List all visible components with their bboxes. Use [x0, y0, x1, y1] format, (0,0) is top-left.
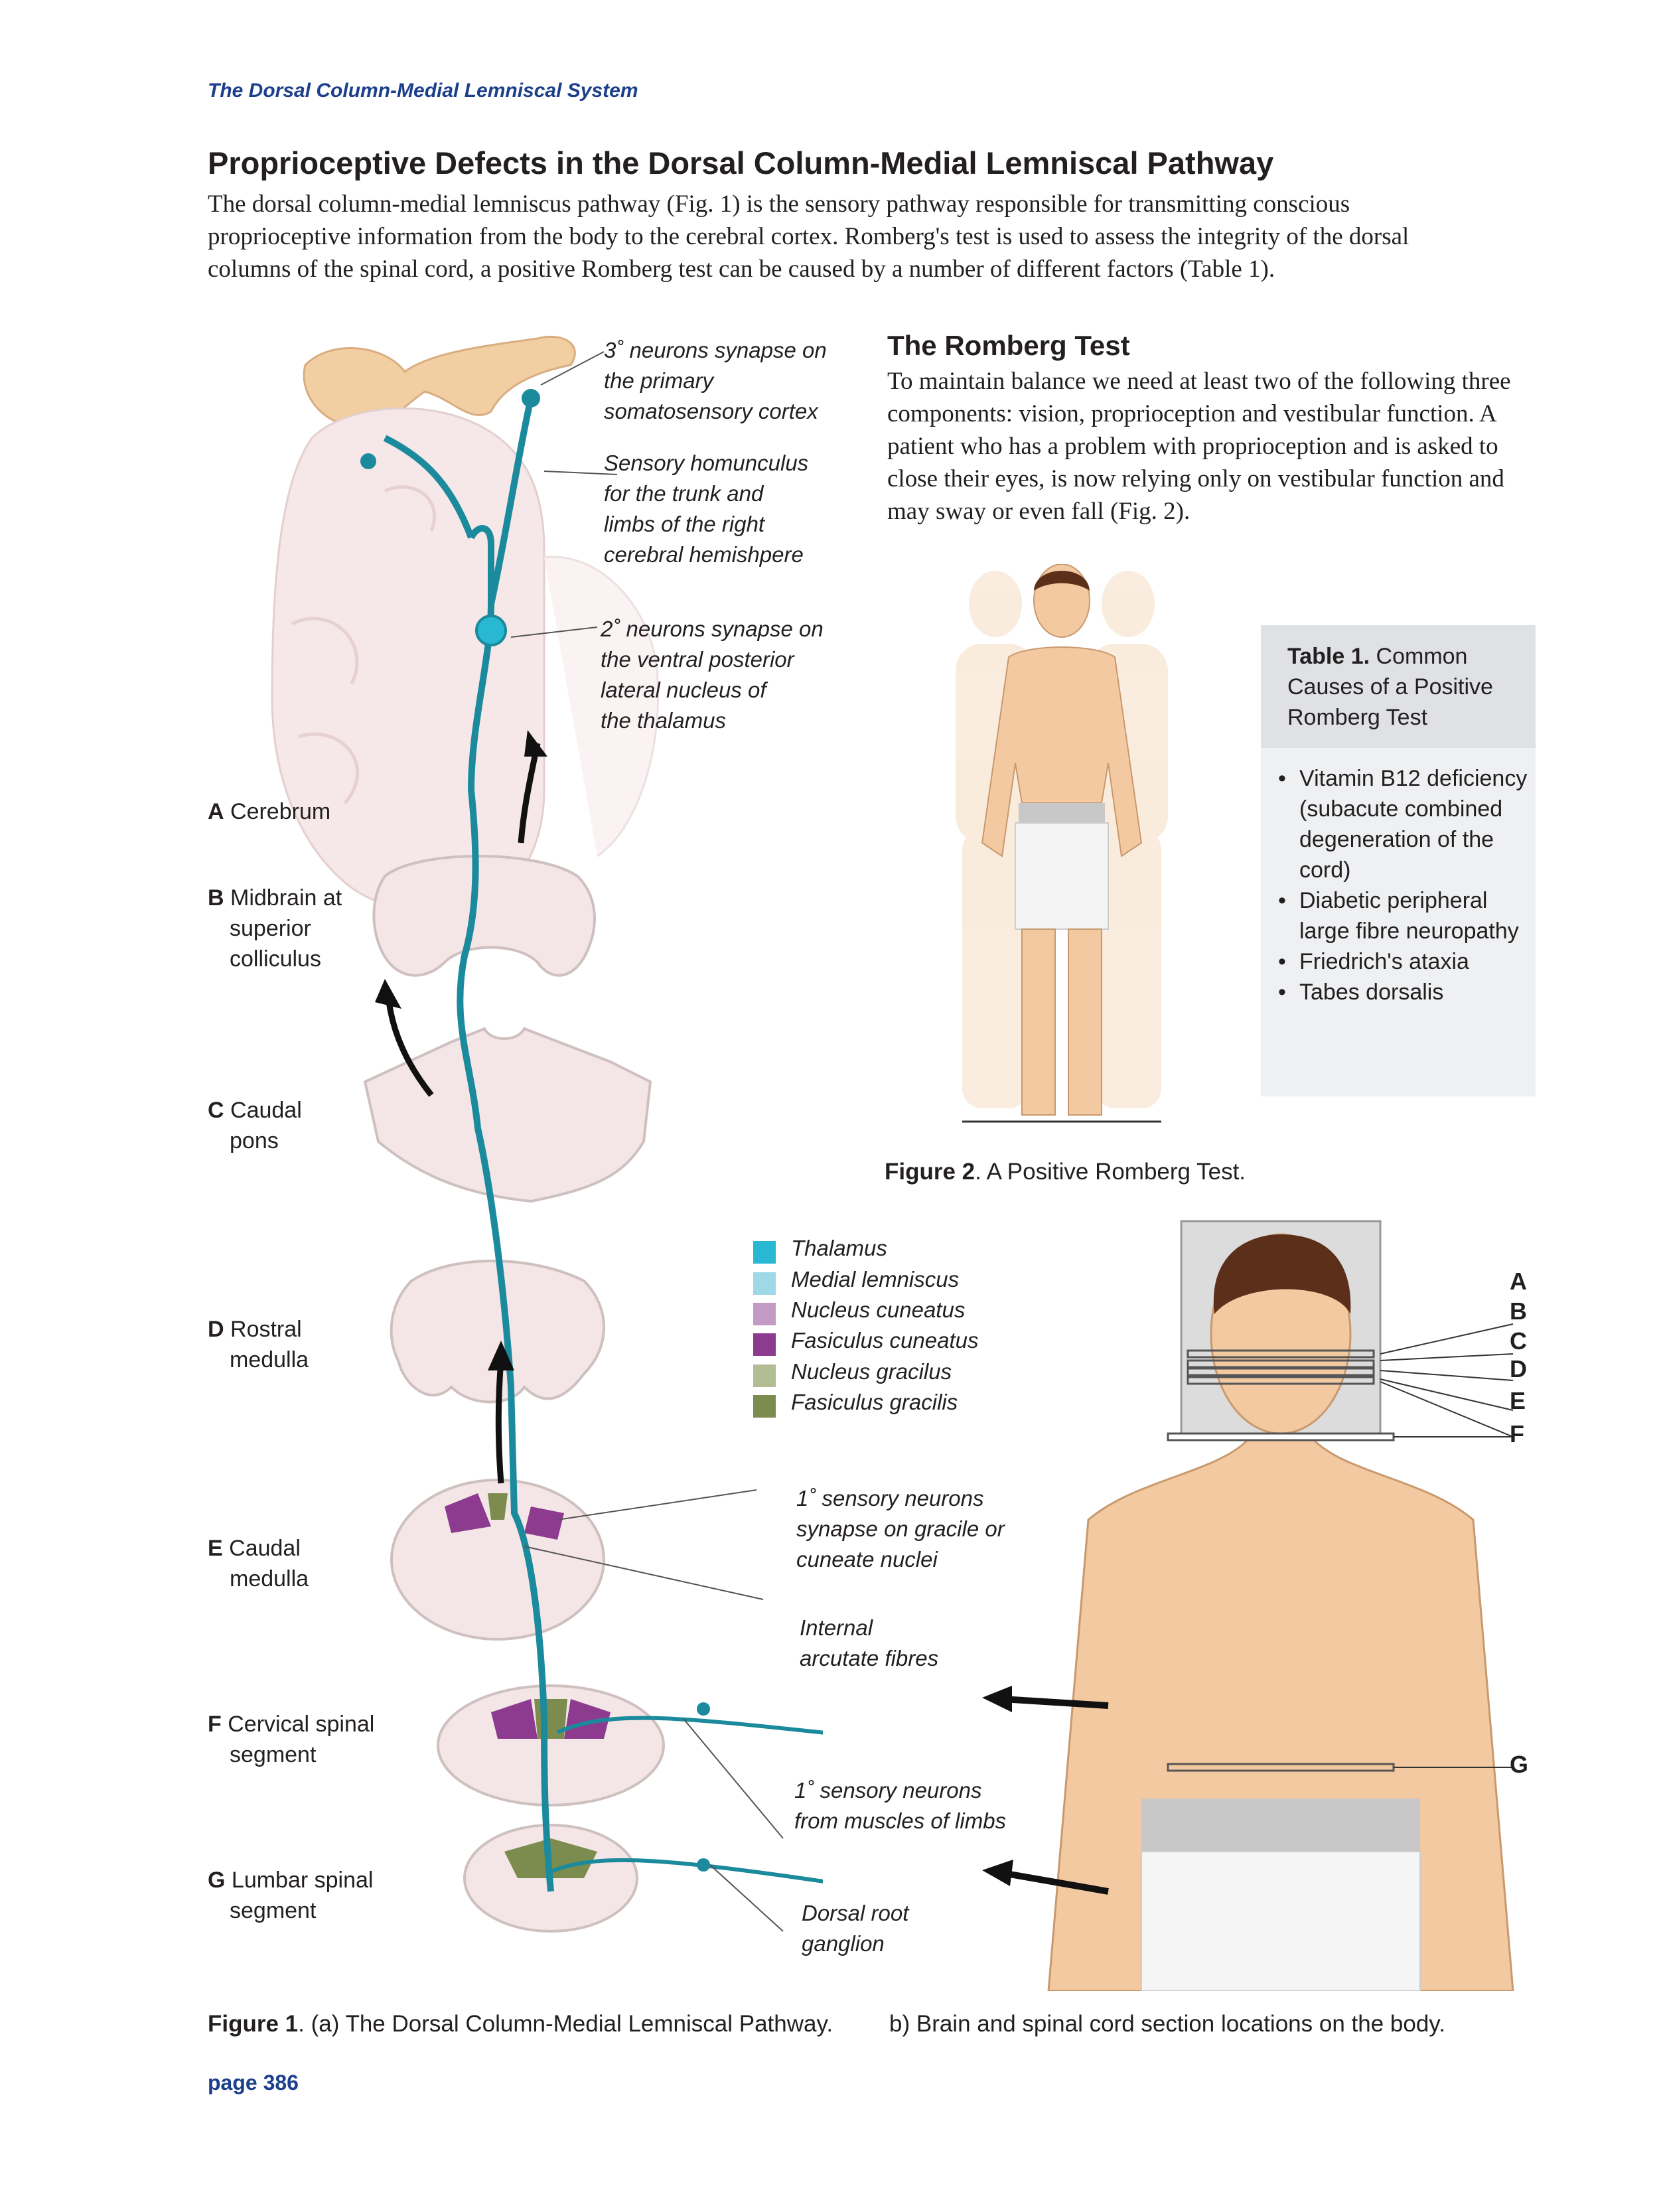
romberg-title: The Romberg Test — [887, 330, 1130, 361]
table-caption: Common Causes of a Positive Romberg Test — [1287, 644, 1493, 730]
level-g-label: G Lumbar spinal segment — [208, 1868, 374, 1923]
section-letter-e: E — [1510, 1387, 1526, 1414]
level-b-label: B Midbrain at superior colliculus — [208, 885, 342, 972]
list-item: Friedrich's ataxia — [1273, 946, 1532, 977]
page-title: Proprioceptive Defects in the Dorsal Col… — [208, 145, 1274, 181]
table-list: Vitamin B12 deficiency (subacute combine… — [1273, 763, 1532, 1007]
level-e-label: E Caudal medulla — [208, 1536, 309, 1591]
intro-paragraph: The dorsal column-medial lemniscus pathw… — [208, 190, 1409, 283]
running-header: The Dorsal Column-Medial Lemniscal Syste… — [208, 80, 638, 102]
level-f-label: F Cervical spinal segment — [208, 1712, 375, 1767]
table-number: Table 1. — [1287, 644, 1370, 669]
legend-swatch — [753, 1364, 776, 1387]
legend-swatch — [753, 1303, 776, 1325]
body-arrows — [982, 1686, 1109, 1895]
section-letter-b: B — [1510, 1297, 1527, 1325]
romberg-illustration — [956, 564, 1168, 1123]
list-item: Vitamin B12 deficiency (subacute combine… — [1273, 763, 1532, 885]
section-letter-c: C — [1510, 1327, 1527, 1355]
level-c-label: C Caudal pons — [208, 1098, 302, 1153]
body-illustration — [1047, 1220, 1514, 1991]
section-letter-f: F — [1510, 1420, 1524, 1447]
list-item: Diabetic peripheral large fibre neuropat… — [1273, 885, 1532, 946]
pathway-illustration — [271, 335, 823, 1933]
page-number: page 386 — [208, 2071, 299, 2095]
legend-swatch — [753, 1333, 776, 1356]
list-item: Tabes dorsalis — [1273, 977, 1532, 1007]
legend-swatch — [753, 1272, 776, 1295]
table-header: Table 1. Common Causes of a Positive Rom… — [1261, 625, 1536, 748]
section-letter-d: D — [1510, 1355, 1527, 1382]
figure-2-caption: Figure 2. A Positive Romberg Test. — [885, 1159, 1246, 1185]
section-letter-a: A — [1510, 1268, 1527, 1295]
table-causes-romberg: Table 1. Common Causes of a Positive Rom… — [1261, 625, 1536, 1096]
legend-swatch — [753, 1241, 776, 1264]
level-d-label: D Rostral medulla — [208, 1317, 309, 1372]
romberg-body: To maintain balance we need at least two… — [887, 368, 1511, 525]
level-a-label: A Cerebrum — [208, 799, 331, 824]
section-letter-g: G — [1510, 1751, 1529, 1778]
figure-1a-caption: Figure 1. (a) The Dorsal Column-Medial L… — [208, 2011, 833, 2037]
legend-swatch — [753, 1395, 776, 1418]
figure-1b-caption: b) Brain and spinal cord section locatio… — [889, 2011, 1445, 2037]
